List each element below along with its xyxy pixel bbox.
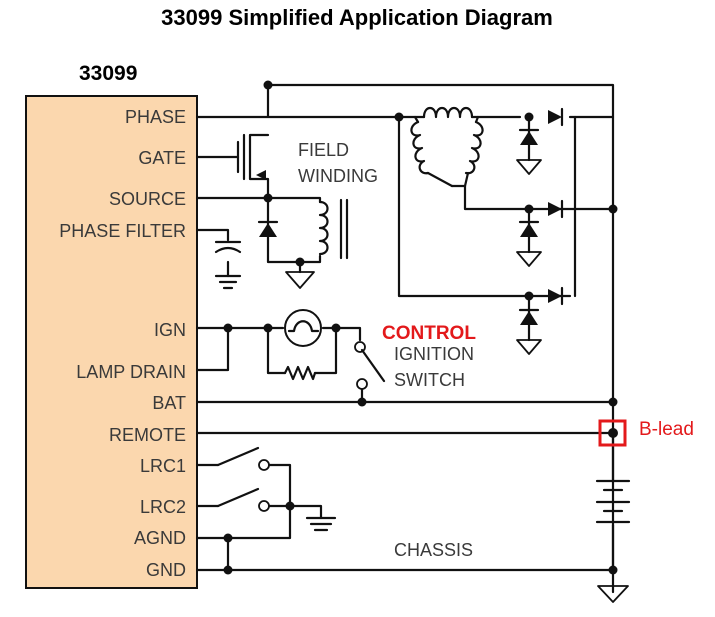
stator-winding-icon: [397, 106, 522, 188]
control-label: CONTROL: [382, 323, 476, 344]
pin-source: SOURCE: [109, 189, 186, 209]
winding-label: WINDING: [298, 166, 378, 186]
lamp-icon: [284, 309, 322, 347]
field-winding-icon: [318, 198, 349, 260]
pin-labels: PHASE GATE SOURCE PHASE FILTER IGN LAMP …: [59, 107, 186, 580]
pin-agnd: AGND: [134, 528, 186, 548]
zener-diode-icon: [257, 220, 279, 237]
b-lead-label: B-lead: [639, 419, 694, 440]
pin-ign: IGN: [154, 320, 186, 340]
pin-remote: REMOTE: [109, 425, 186, 445]
mosfet-icon: [236, 140, 266, 180]
ground-icon-field: [285, 271, 315, 289]
ground-icon-lrc: [305, 516, 337, 532]
pin-gnd: GND: [146, 560, 186, 580]
battery-icon: [595, 479, 631, 524]
lrc2-switch-icon: [216, 487, 270, 512]
pin-bat: BAT: [152, 393, 186, 413]
pin-phase-filter: PHASE FILTER: [59, 221, 186, 241]
pin-gate: GATE: [138, 148, 186, 168]
chip-name: 33099: [79, 62, 137, 85]
pin-lrc1: LRC1: [140, 456, 186, 476]
resistor-icon: [283, 365, 317, 381]
ground-icon-chassis: [597, 585, 629, 603]
diagram-title: 33099 Simplified Application Diagram: [161, 5, 553, 30]
chassis-label: CHASSIS: [394, 540, 473, 560]
chip-body: [25, 95, 198, 589]
switch-label: SWITCH: [394, 370, 465, 390]
capacitor-icon: [214, 240, 242, 254]
b-lead-highlight: [598, 419, 627, 447]
field-label: FIELD: [298, 140, 349, 160]
junction-dots: [223, 80, 618, 575]
ignition-label: IGNITION: [394, 344, 474, 364]
lrc1-switch-icon: [216, 446, 270, 471]
ground-icon-phase-filter: [214, 274, 242, 290]
pin-lamp-drain: LAMP DRAIN: [76, 362, 186, 382]
pin-lrc2: LRC2: [140, 497, 186, 517]
rectifier-diodes: [516, 107, 564, 355]
ignition-switch-icon: [354, 341, 386, 390]
pin-phase: PHASE: [125, 107, 186, 127]
